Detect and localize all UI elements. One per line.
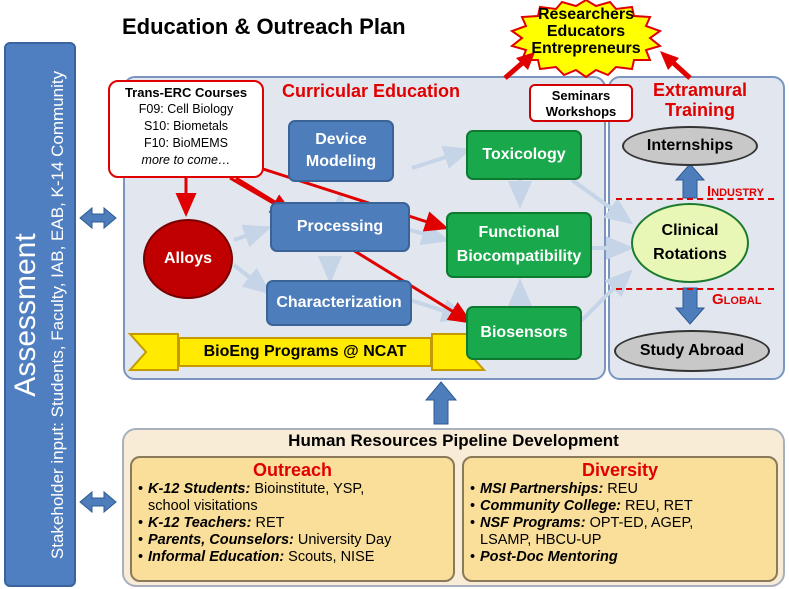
toxicology-box: Toxicology (466, 130, 582, 180)
processing-box: Processing (270, 202, 410, 252)
extramural-title-line1: Extramural (652, 80, 748, 100)
curricular-title: Curricular Education (282, 81, 461, 101)
alloys-node: Alloys (143, 219, 233, 299)
diversity-list: MSI Partnerships: REU Community College:… (464, 481, 776, 566)
industry-divider (616, 198, 774, 200)
extramural-title: Extramural Training (630, 80, 770, 120)
course-item: F10: BioMEMS (143, 136, 229, 150)
outcome-educators: Educators (546, 23, 626, 40)
course-item: F09: Cell Biology (138, 102, 234, 116)
functional-line1: Functional (478, 224, 560, 241)
course-item: S10: Biometals (143, 119, 229, 133)
list-item: MSI Partnerships: REU (470, 481, 776, 498)
diversity-title: Diversity (581, 460, 659, 480)
courses-more: more to come… (141, 153, 231, 167)
assessment-panel: Assessment Stakeholder input: Students, … (4, 42, 76, 587)
clinical-line1: Clinical (661, 222, 719, 239)
internships-oval: Internships (622, 126, 758, 166)
industry-arrow (674, 163, 706, 199)
seminars-box: Seminars Workshops (529, 84, 633, 122)
outreach-box: Outreach K-12 Students: Bioinstitute, YS… (130, 456, 455, 582)
outcome-entrepreneurs: Entrepreneurs (531, 40, 641, 57)
functional-line2: Biocompatibility (456, 248, 582, 265)
characterization-box: Characterization (266, 280, 412, 326)
device-modeling-line1: Device (315, 131, 367, 149)
global-arrow (674, 287, 706, 325)
outreach-list: K-12 Students: Bioinstitute, YSP, school… (132, 481, 453, 566)
pipeline-up-arrow (424, 381, 458, 425)
diversity-box: Diversity MSI Partnerships: REU Communit… (462, 456, 778, 582)
global-divider (616, 288, 774, 290)
study-abroad-oval: Study Abroad (614, 330, 770, 372)
clinical-rotations-oval: Clinical Rotations (631, 203, 749, 283)
list-item: Post-Doc Mentoring (470, 549, 776, 566)
global-label: Global (712, 291, 762, 308)
courses-box: Trans-ERC Courses F09: Cell Biology S10:… (108, 80, 264, 178)
extramural-title-line2: Training (664, 100, 735, 120)
device-modeling-box: Device Modeling (288, 120, 394, 182)
industry-label: Industry (707, 183, 764, 200)
outreach-title: Outreach (252, 460, 333, 480)
outcomes-starburst: Researchers Educators Entrepreneurs (527, 6, 645, 57)
workshops-label: Workshops (545, 104, 617, 119)
clinical-line2: Rotations (653, 246, 727, 263)
courses-header: Trans-ERC Courses (124, 85, 248, 100)
list-item: NSF Programs: OPT-ED, AGEP, (470, 515, 776, 532)
page-title: Education & Outreach Plan (122, 14, 406, 39)
starburst-shape (509, 0, 663, 79)
list-item: Informal Education: Scouts, NISE (138, 549, 453, 566)
list-item: school visitations (148, 498, 258, 514)
seminars-label: Seminars (551, 88, 611, 103)
list-item: Community College: REU, RET (470, 498, 776, 515)
bioeng-banner: BioEng Programs @ NCAT (178, 337, 432, 367)
device-modeling-line2: Modeling (305, 153, 377, 170)
hr-title: Human Resources Pipeline Development (288, 431, 619, 450)
list-item: K-12 Students: Bioinstitute, YSP, (138, 481, 453, 498)
list-item: K-12 Teachers: RET (138, 515, 453, 532)
list-item: Parents, Counselors: University Day (138, 532, 453, 549)
starburst-arrows (503, 51, 692, 80)
list-item: LSAMP, HBCU-UP (480, 532, 602, 548)
biosensors-box: Biosensors (466, 306, 582, 360)
functional-biocompatibility-box: Functional Biocompatibility (446, 212, 592, 278)
outcome-researchers: Researchers (537, 6, 635, 23)
assessment-arrows (79, 206, 117, 514)
